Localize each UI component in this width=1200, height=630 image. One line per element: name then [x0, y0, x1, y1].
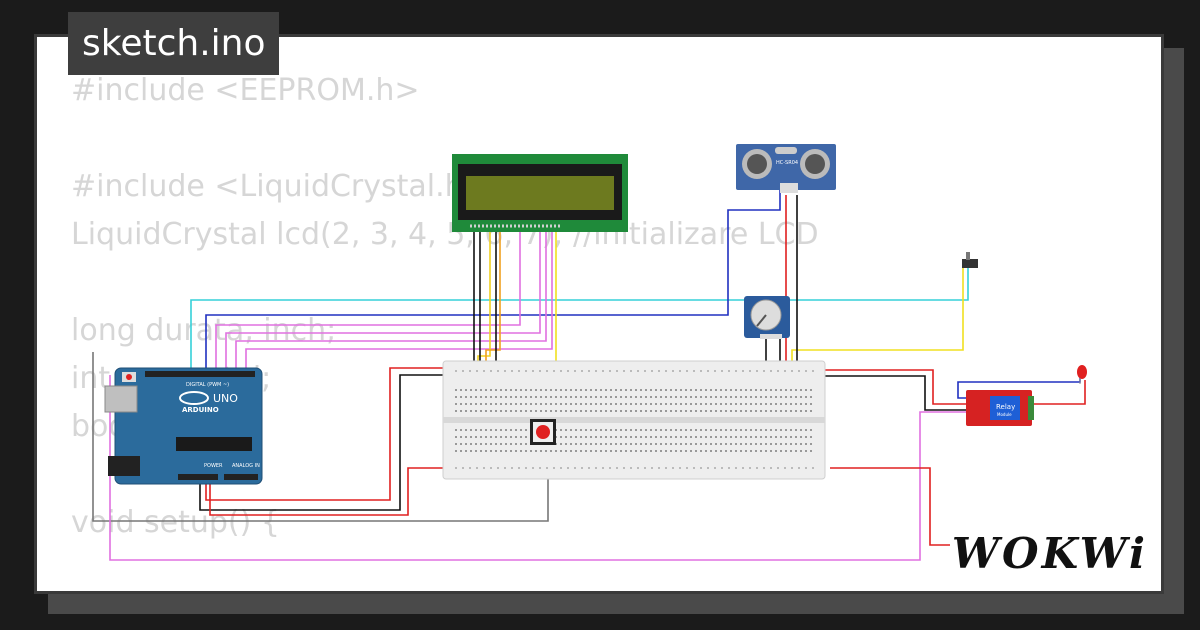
slide-switch[interactable]	[962, 252, 978, 268]
wokwi-logo: WOKWi	[951, 529, 1148, 578]
lcd-display	[452, 154, 628, 232]
board-digital-label: DIGITAL (PWM ~)	[186, 382, 229, 388]
wire-blue	[205, 188, 781, 375]
wire-yellow-switch	[791, 268, 964, 376]
arduino-uno: DIGITAL (PWM ~) UNO ARDUINO POWER ANALOG…	[104, 367, 263, 485]
wire-pink-4	[245, 232, 553, 375]
wire-pink-1	[215, 232, 521, 375]
relay-sub-label: Module	[997, 412, 1012, 417]
board-power-label: POWER	[204, 463, 223, 469]
push-button[interactable]	[530, 419, 556, 445]
relay-label: Relay	[996, 403, 1015, 411]
board-model: UNO	[213, 392, 238, 405]
wire-red-bb	[209, 467, 470, 516]
wire-red-led	[1030, 380, 1086, 405]
relay-module: Relay Module	[966, 390, 1034, 426]
breadboard	[442, 360, 826, 480]
red-led	[1077, 365, 1087, 384]
sensor-label: HC-SR04	[776, 160, 798, 166]
wire-pink-3	[235, 232, 547, 375]
wire-pink-2	[225, 232, 541, 375]
sketch-title[interactable]: sketch.ino	[68, 12, 280, 75]
board-analog-label: ANALOG IN	[232, 463, 260, 469]
wire-orange-lcd	[485, 232, 501, 376]
wire-black-relay	[796, 195, 966, 411]
board-brand: ARDUINO	[182, 406, 219, 414]
ultrasonic-sensor: HC-SR04	[736, 144, 836, 193]
wire-red-right	[830, 467, 950, 546]
wire-cyan	[190, 268, 969, 375]
potentiometer[interactable]	[744, 296, 790, 339]
wire-pink-long	[109, 375, 966, 561]
